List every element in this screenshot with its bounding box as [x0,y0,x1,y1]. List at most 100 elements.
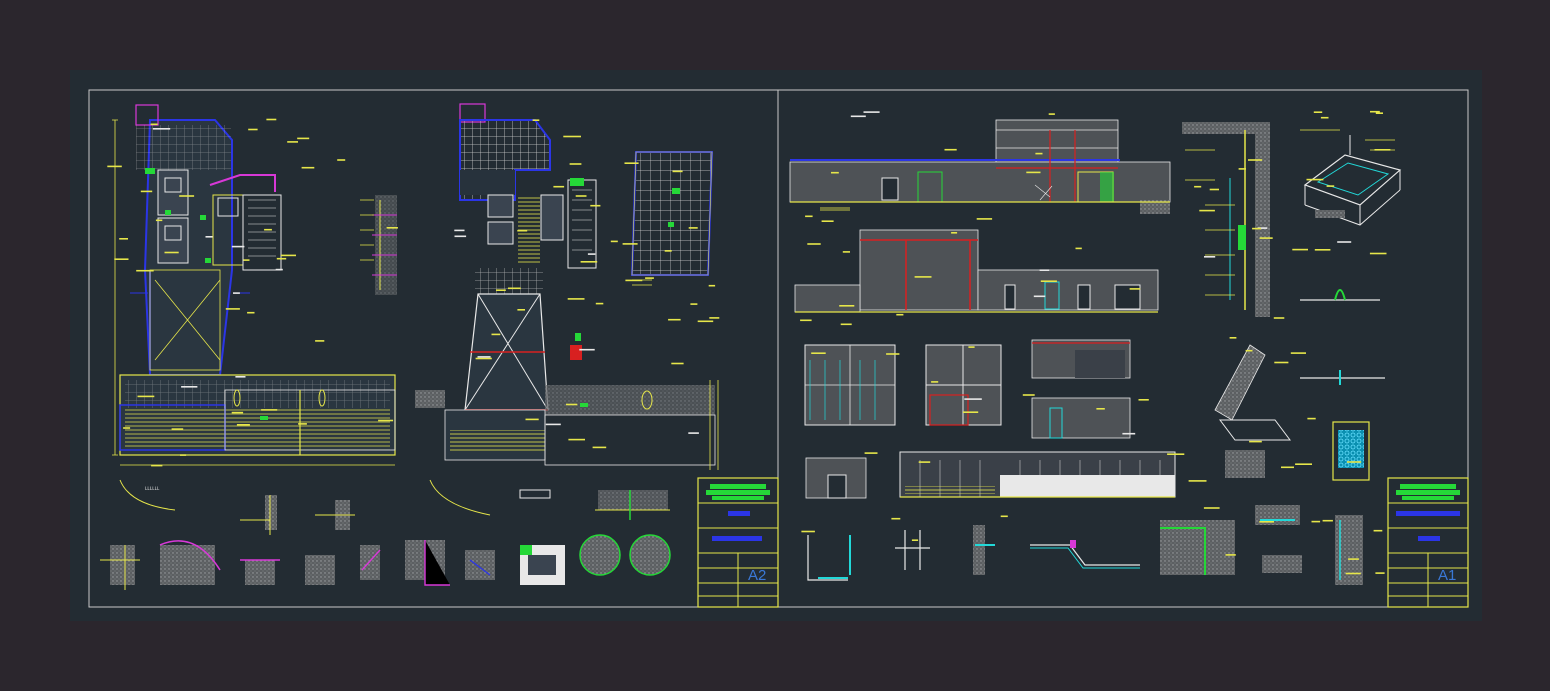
annotation-tick [140,190,153,193]
annotation-tick [891,517,901,520]
annotation-tick [567,298,585,300]
interior-elevations [804,339,1176,499]
annotation-tick [568,438,585,441]
annotation-tick [477,356,491,358]
annotation-tick [580,261,598,263]
annotation-tick [1311,520,1321,523]
annotation-tick [1274,361,1289,364]
annotation-tick [821,220,834,222]
annotation-tick [590,204,601,207]
annotation-tick [205,236,213,238]
annotation-tick [236,424,250,426]
annotation-tick [181,386,198,388]
annotation-tick [491,333,501,336]
annotation-tick [525,418,539,421]
annotation-tick [587,253,596,255]
annotation-tick [1290,352,1306,354]
annotation-tick [1000,515,1008,518]
annotation-tick [850,115,866,118]
annotation-tick [1048,113,1055,115]
annotation-tick [664,250,672,252]
annotation-tick [454,229,465,232]
annotation-tick [800,319,812,322]
annotation-tick [164,251,179,254]
sheet-border-right [777,89,1469,608]
left-sheet-details-row [100,490,671,590]
annotation-tick [976,218,993,220]
annotation-tick [248,128,258,131]
annotation-tick [264,228,272,231]
annotation-tick [337,159,346,161]
annotation-tick [592,446,607,449]
annotation-tick [1257,227,1268,229]
annotation-tick [811,352,826,354]
annotation-tick [708,284,716,287]
annotation-tick [1022,394,1035,396]
annotation-tick [1306,178,1324,181]
annotation-tick [1295,463,1312,465]
annotation-tick [386,227,398,229]
annotation-tick [839,305,855,307]
annotation-tick [1259,521,1274,523]
annotation-tick [266,118,277,121]
annotation-tick [301,166,315,169]
annotation-tick [840,323,852,326]
annotation-tick [1281,466,1294,469]
annotation-tick [579,348,595,351]
annotation-tick [1369,252,1387,255]
floor-plan-1: LLLLLL [112,104,396,511]
annotation-tick [496,289,506,291]
annotation-tick [842,251,850,253]
wall-detail-1 [360,195,397,295]
annotation-tick [517,229,528,232]
annotation-tick [137,395,155,398]
annotation-tick [1245,349,1253,352]
annotation-tick [1259,237,1273,239]
annotation-tick [964,398,982,400]
annotation-tick [1337,241,1352,243]
annotation-tick [1204,256,1216,258]
annotation-tick [231,245,245,248]
annotation-tick [225,308,240,310]
annotation-tick [275,268,283,271]
annotation-tick [566,403,578,406]
annotation-tick [697,320,714,323]
annotation-tick [563,135,581,138]
annotation-tick [911,539,919,541]
annotation-tick [963,411,979,413]
annotation-tick [315,340,325,342]
annotation-tick [668,318,681,321]
annotation-tick [1375,112,1383,114]
annotation-tick [622,243,638,245]
annotation-tick [595,302,604,305]
annotation-tick [807,243,821,245]
annotation-tick [671,362,684,365]
annotation-tick [136,269,154,272]
annotation-tick [672,170,683,173]
annotation-tick [1238,168,1246,170]
annotation-tick [378,419,394,422]
annotation-tick [151,464,163,467]
annotation-tick [688,227,698,229]
annotation-tick [297,137,310,140]
annotation-tick [247,311,255,314]
annotation-tick [968,346,975,348]
right-sheet-details-row [807,520,1235,581]
elevation-1 [789,119,1171,214]
annotation-tick [1314,249,1331,251]
annotation-tick [896,313,904,316]
annotation-tick [1122,432,1136,435]
annotation-tick [180,454,187,456]
annotation-tick [1307,417,1316,420]
annotation-tick [569,163,582,165]
annotation-tick [1194,185,1202,188]
annotation-tick [261,409,278,411]
annotation-tick [1188,480,1207,482]
annotation-tick [1209,188,1219,191]
annotation-tick [690,303,698,305]
annotation-tick [545,423,561,426]
annotation-tick [831,171,839,174]
annotation-tick [231,411,244,414]
annotation-tick [1040,280,1057,282]
